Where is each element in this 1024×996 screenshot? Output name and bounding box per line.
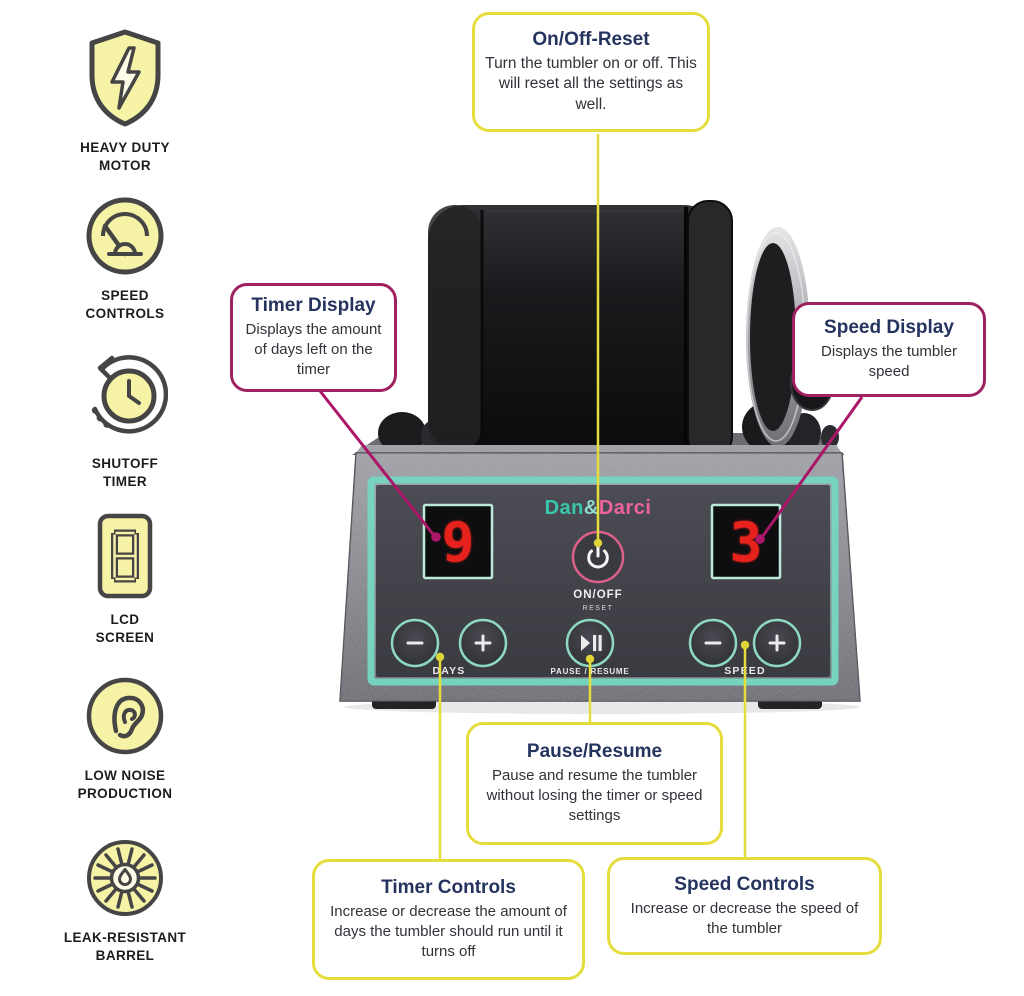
speedometer-icon — [86, 197, 164, 275]
callout-body: Displays the amount of days left on the … — [245, 321, 382, 378]
feature-label: SHUTOFF TIMER — [91, 456, 159, 489]
shield-lightning-icon — [89, 29, 161, 127]
callout-title: Speed Controls — [674, 873, 815, 895]
timer-clock-icon — [91, 355, 169, 434]
callout-timer-controls: Timer Controls Increase or decrease the … — [312, 859, 585, 980]
tumbler-barrel — [428, 200, 834, 458]
brand-logo: Dan&Darci — [545, 497, 652, 519]
callout-title: Speed Display — [824, 317, 954, 339]
sunburst-droplet-icon — [87, 840, 163, 916]
speed-plus-button — [752, 618, 802, 668]
days-label: DAYS — [432, 665, 465, 677]
feature-speed-controls: SPEED CONTROLS — [35, 196, 215, 322]
control-panel: Dan&Darci 9 3 ON/OFF RESET — [367, 476, 839, 686]
speed-display-digit: 3 — [730, 511, 763, 574]
power-button-sublabel: RESET — [583, 605, 614, 612]
callout-speed-display: Speed Display Displays the tumbler speed — [792, 302, 986, 397]
feature-shutoff-timer: SHUTOFF TIMER — [35, 352, 215, 490]
callout-on-off-reset: On/Off-Reset Turn the tumbler on or off.… — [472, 12, 710, 132]
callout-body: Turn the tumbler on or off. This will re… — [485, 54, 697, 113]
callout-body: Increase or decrease the amount of days … — [330, 903, 567, 960]
plus-icon — [768, 634, 786, 652]
seven-segment-display-icon — [97, 513, 153, 599]
timer-display-screen — [422, 503, 494, 580]
callout-body: Increase or decrease the speed of the tu… — [630, 899, 859, 937]
speed-label: SPEED — [724, 665, 766, 677]
callout-body: Pause and resume the tumbler without los… — [486, 767, 703, 824]
panel-teal-frame — [367, 476, 839, 686]
callout-speed-controls: Speed Controls Increase or decrease the … — [607, 857, 882, 955]
plus-icon — [474, 634, 492, 652]
days-minus-button — [390, 618, 440, 668]
callout-title: Pause/Resume — [526, 741, 663, 763]
callout-timer-display: Timer Display Displays the amount of day… — [230, 283, 397, 392]
feature-label: LEAK-RESISTANT BARREL — [63, 930, 187, 963]
feature-label: LOW NOISE PRODUCTION — [77, 768, 173, 801]
rock-tumbler-device: Dan&Darci 9 3 ON/OFF RESET — [339, 200, 861, 714]
device-shadow — [344, 700, 860, 714]
days-plus-button — [458, 618, 508, 668]
power-button — [571, 530, 625, 584]
feature-label: SPEED CONTROLS — [85, 288, 165, 321]
feature-heavy-duty-motor: HEAVY DUTY MOTOR — [35, 28, 215, 174]
callout-title: Timer Controls — [381, 877, 516, 899]
callout-pause-resume: Pause/Resume Pause and resume the tumble… — [466, 722, 723, 845]
ear-icon — [86, 677, 164, 755]
callout-title: Timer Display — [251, 295, 376, 317]
feature-low-noise: LOW NOISE PRODUCTION — [35, 676, 215, 802]
feature-label: LCD SCREEN — [95, 612, 155, 645]
timer-display-digit: 9 — [442, 511, 475, 574]
speed-minus-button — [688, 618, 738, 668]
feature-lcd-screen: LCD SCREEN — [35, 512, 215, 646]
power-button-label: ON/OFF — [573, 589, 622, 601]
feature-label: HEAVY DUTY MOTOR — [80, 140, 170, 173]
play-pause-icon — [581, 635, 602, 651]
pause-resume-button — [565, 618, 615, 668]
callout-title: On/Off-Reset — [532, 28, 650, 50]
callout-body: Displays the tumbler speed — [821, 343, 957, 380]
pause-resume-label: PAUSE / RESUME — [550, 667, 629, 676]
base-top-rim — [356, 445, 842, 453]
feature-leak-resistant: LEAK-RESISTANT BARREL — [35, 838, 215, 964]
